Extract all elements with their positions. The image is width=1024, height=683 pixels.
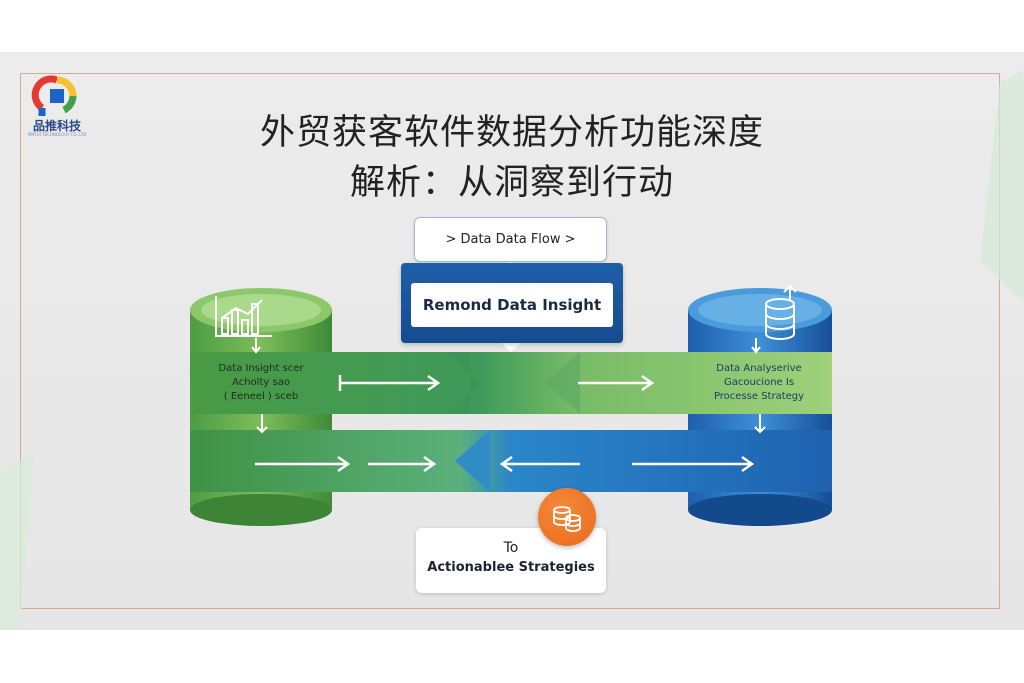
- top-band-arrows: [338, 374, 655, 392]
- insight-label: Remond Data Insight: [422, 296, 602, 314]
- brand-name: 品推科技: [32, 119, 81, 133]
- insight-label-box: Remond Data Insight: [411, 283, 613, 327]
- bottom-flow-band: [190, 430, 832, 492]
- right-band-line-1: Data Analyserive: [716, 363, 802, 374]
- chart-icon: [215, 296, 272, 337]
- strategies-to-label: To: [503, 540, 519, 556]
- title-line-2: 解析：从洞察到行动: [349, 163, 674, 203]
- insight-pointer: [500, 342, 522, 352]
- left-band-line-1: Data Insight scer: [218, 363, 304, 374]
- right-band-text: Data Analyserive Gacoucione Is Processe …: [692, 362, 826, 404]
- deco-triangle-right: [980, 70, 1024, 302]
- title-line-1: 外贸获客软件数据分析功能深度: [259, 113, 764, 153]
- panel-frame: [20, 73, 1000, 609]
- left-band-text: Data Insight scer Acholty sao ( Eeneel )…: [196, 362, 326, 404]
- decorative-triangles: [0, 70, 1024, 630]
- coin-stack-icon: [553, 506, 581, 532]
- strategies-label: Actionablee Strategies: [427, 560, 595, 575]
- left-band-line-3: ( Eeneel ) sceb: [223, 391, 299, 402]
- data-flow-box: > Data Data Flow >: [414, 217, 607, 262]
- deco-triangle-left: [0, 452, 35, 630]
- right-band-line-3: Processe Strategy: [713, 391, 805, 402]
- data-flow-label: > Data Data Flow >: [445, 232, 576, 247]
- top-flow-band: [190, 352, 832, 414]
- brand-subtext: PINTUI TECHNOLOGY CO.,LTD: [27, 132, 87, 137]
- brand-logo: 品推科技 PINTUI TECHNOLOGY CO.,LTD: [22, 74, 92, 138]
- left-band-line-2: Acholty sao: [232, 377, 290, 388]
- page-title: 外贸获客软件数据分析功能深度 解析：从洞察到行动: [180, 108, 844, 208]
- right-band-line-2: Gacoucione Is: [723, 377, 795, 388]
- database-icon: [765, 284, 797, 340]
- coin-stack-badge: [538, 488, 596, 546]
- brand-logo-icon: [31, 75, 77, 116]
- bottom-band-arrows: [255, 455, 755, 473]
